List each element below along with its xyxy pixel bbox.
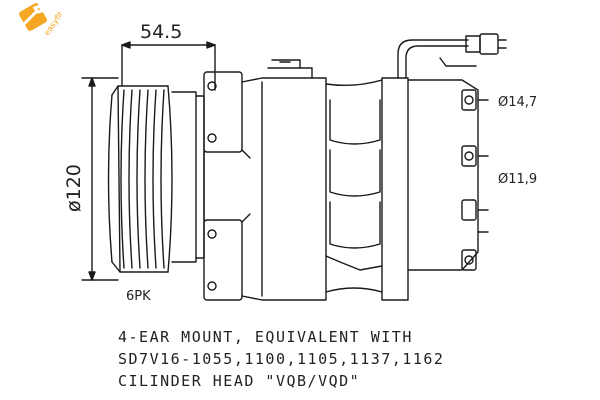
cylinder-body	[241, 59, 409, 301]
connector	[397, 33, 507, 79]
front-cover	[203, 71, 251, 301]
note-line-3: CILINDER HEAD "VQB/VQD"	[118, 372, 361, 390]
note-line-1: 4-EAR MOUNT, EQUIVALENT WITH	[118, 328, 413, 346]
note-line-2: SD7V16-1055,1100,1105,1137,1162	[118, 350, 445, 368]
top-dimension: 54.5	[121, 21, 216, 91]
left-dimension: ø120	[63, 77, 119, 281]
rear-head	[407, 79, 489, 271]
dimension-width-top: 54.5	[140, 21, 182, 43]
dimension-diameter-lower-right: Ø11,9	[498, 172, 537, 187]
dimension-diameter-left: ø120	[63, 164, 85, 212]
belt-label: 6PK	[126, 289, 151, 304]
dimension-diameter-upper-right: Ø14,7	[498, 95, 537, 110]
easyfit-badge: easyfit	[2, 0, 65, 46]
pulley	[107, 85, 205, 273]
wrench-icon: easyfit	[19, 3, 65, 37]
